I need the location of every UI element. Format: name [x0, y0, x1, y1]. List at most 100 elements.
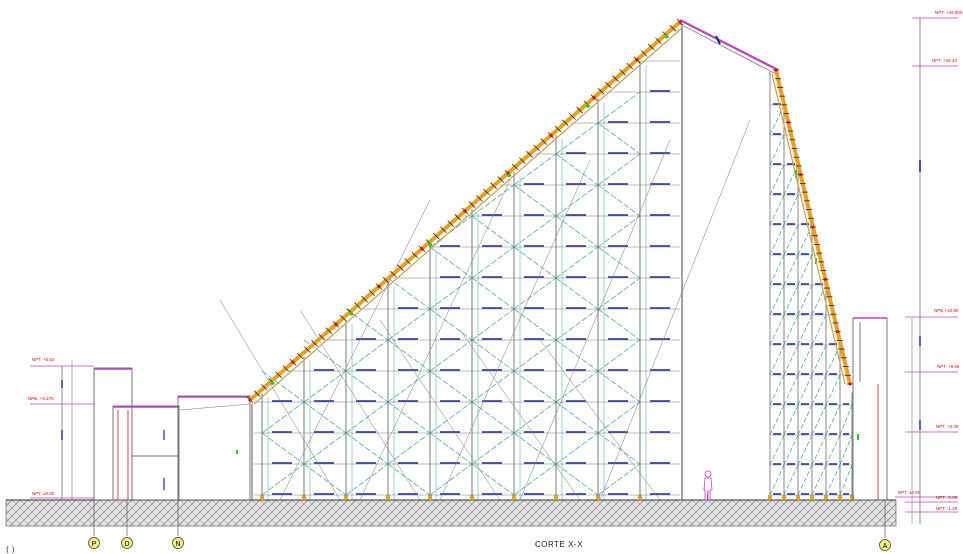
- tower-base: [850, 495, 854, 500]
- roof-rivet: [648, 43, 655, 51]
- scaffold-brace: [597, 308, 641, 341]
- scaffold-brace: [471, 277, 515, 310]
- scaffold-brace: [471, 370, 515, 403]
- level-marker: NPT. +26.43: [912, 58, 958, 67]
- roof-bolt: [823, 277, 827, 281]
- roof-rivet: [390, 270, 397, 278]
- scaffold-brace: [597, 339, 641, 372]
- roof-rivet: [339, 314, 347, 322]
- roof-rivet: [476, 195, 483, 202]
- roof-rivet: [540, 138, 548, 145]
- roof-rivet: [296, 352, 304, 360]
- scaffold-brace: [597, 91, 641, 124]
- scaffold-brace: [261, 432, 305, 465]
- left-level-markers: NPT. +5.52 NPB. +3.278 NPT. ±0.00: [28, 357, 94, 500]
- scaffold-brace: [471, 339, 515, 372]
- scaffold-brace: [261, 370, 305, 403]
- tower-brace: [783, 224, 799, 256]
- scaffold-base: [260, 495, 264, 500]
- right-annex: [852, 317, 888, 501]
- tower-brace: [811, 464, 827, 496]
- axis-label-d: D: [124, 541, 129, 548]
- scaffold-brace: [387, 463, 431, 496]
- roof-rivet: [576, 106, 583, 114]
- roof-rivet: [253, 390, 261, 397]
- scaffold-brace: [513, 215, 557, 248]
- roof-rivet: [282, 365, 290, 372]
- tower-base: [768, 495, 772, 500]
- roof-marker: [270, 381, 275, 385]
- roof-rivet: [619, 69, 626, 76]
- scaffold-long-brace: [359, 179, 511, 501]
- tower-brace: [839, 464, 853, 496]
- roof-rivet: [275, 371, 282, 379]
- scaffold-brace: [345, 401, 389, 434]
- roof-bolt: [377, 285, 381, 289]
- scaffold-brace: [429, 246, 473, 279]
- scaffold-brace: [597, 463, 641, 496]
- scaffold-brace: [429, 339, 473, 372]
- roof-rivet: [368, 289, 376, 297]
- roof-rivet: [605, 81, 612, 89]
- axis-marker-p: P: [88, 500, 100, 549]
- roof-rivet: [655, 37, 662, 45]
- scaffold-brace: [471, 215, 515, 248]
- level-marker: NPT. ±0.00: [895, 490, 958, 498]
- tower-brace: [783, 284, 799, 316]
- tower-brace: [797, 464, 813, 496]
- left-annex: [93, 367, 251, 501]
- tower-base: [796, 495, 800, 500]
- axis-markers: P D N A: [88, 500, 891, 551]
- level-label: NPT. +26.43: [932, 58, 957, 63]
- scaffold-base: [638, 495, 642, 500]
- roof-rivet: [397, 264, 404, 271]
- roof-bolt: [811, 225, 815, 229]
- tower-brace: [797, 254, 813, 286]
- scaffold-brace: [471, 308, 515, 341]
- scaffold-brace: [387, 432, 431, 465]
- scaffold-brace: [513, 246, 557, 279]
- tower-brace: [797, 344, 813, 376]
- roof-rivet: [490, 182, 497, 190]
- tower-brace: [769, 434, 785, 466]
- scaffold-brace: [555, 215, 599, 248]
- scaffold-brace: [597, 401, 641, 434]
- scaffold-long-brace: [379, 319, 501, 501]
- tower-brace: [783, 194, 799, 226]
- ground-slab: [5, 499, 897, 527]
- scaffold-brace: [597, 153, 641, 186]
- scaffold-brace: [261, 463, 305, 496]
- tower-brace: [797, 434, 813, 466]
- roof-rivets: [246, 18, 853, 404]
- scaffold-brace: [387, 370, 431, 403]
- level-label: NPT. -1.20: [936, 506, 958, 511]
- scaffold-brace: [303, 432, 347, 465]
- scaffold-long-brace: [459, 329, 581, 501]
- tower-brace: [811, 344, 827, 376]
- scaffold-brace: [471, 432, 515, 465]
- scaffold-brace: [429, 432, 473, 465]
- scaffold-brace: [597, 215, 641, 248]
- scaffold-brace: [597, 370, 641, 403]
- level-marker: NPT. +28.800: [912, 10, 963, 19]
- scaffold-brace: [303, 463, 347, 496]
- scaffold-long-brace: [439, 159, 591, 501]
- roof-rivet: [569, 113, 576, 120]
- level-label: NPT. ±0.00: [898, 490, 921, 495]
- scaffold-brace: [597, 184, 641, 217]
- scaffold-long-brace: [279, 199, 431, 501]
- level-label: NPT. +8.65: [937, 364, 960, 369]
- roof-rivet: [562, 119, 569, 127]
- tower-brace: [797, 314, 813, 346]
- tower-brace: [783, 434, 799, 466]
- roof-rivet: [483, 188, 490, 196]
- scaffold-brace: [429, 370, 473, 403]
- tower-brace: [839, 404, 853, 436]
- roof-bolt: [635, 58, 639, 62]
- scaffold-brace: [261, 401, 305, 434]
- level-label: NPB +10.80: [934, 308, 959, 313]
- roof-bolt: [836, 330, 840, 334]
- roof-bolt: [848, 382, 852, 386]
- ridge-marker: [715, 35, 721, 45]
- level-marker: NPB. +3.278: [28, 396, 94, 405]
